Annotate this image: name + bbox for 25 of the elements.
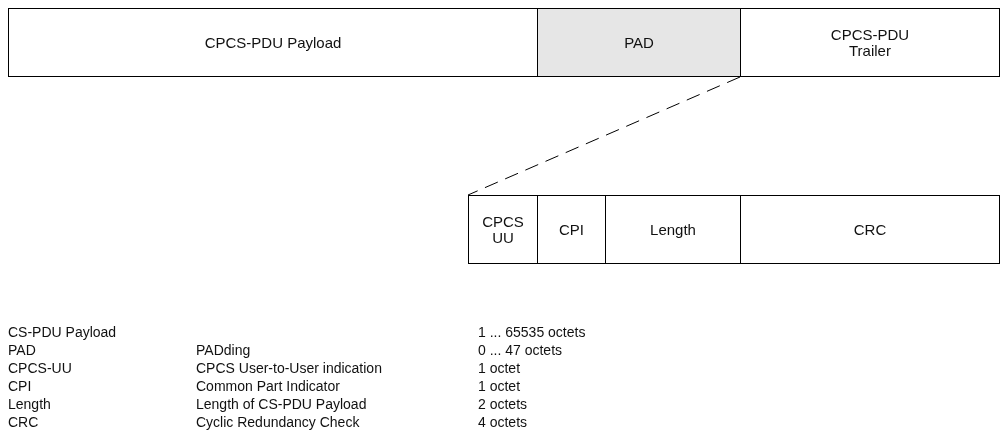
field-abbreviation: CS-PDU Payload (8, 324, 117, 340)
field-abbreviation: Length (8, 396, 51, 412)
field-abbreviation: CRC (8, 414, 39, 430)
dashed-expansion-line (467, 76, 741, 196)
field-abbreviation: PAD (8, 342, 36, 358)
field-description: Length of CS-PDU Payload (196, 396, 367, 412)
field-size: 0 ... 47 octets (478, 342, 563, 358)
field-size: 1 octet (478, 360, 521, 376)
trailer-field: CPCS-PDU Trailer (740, 8, 1000, 77)
field-size: 4 octets (478, 414, 528, 430)
crc-field: CRC (740, 195, 1000, 264)
field-abbreviation: CPCS-UU (8, 360, 72, 376)
length-field: Length (605, 195, 741, 264)
field-description: Cyclic Redundancy Check (196, 414, 360, 430)
payload-field: CPCS-PDU Payload (8, 8, 538, 77)
field-description: Common Part Indicator (196, 378, 340, 394)
field-size: 1 ... 65535 octets (478, 324, 586, 340)
cpi-field: CPI (537, 195, 606, 264)
field-size: 2 octets (478, 396, 528, 412)
field-description: PADding (196, 342, 251, 358)
field-abbreviation: CPI (8, 378, 32, 394)
field-description: CPCS User-to-User indication (196, 360, 382, 376)
uu-field: CPCS UU (468, 195, 538, 264)
field-size: 1 octet (478, 378, 521, 394)
padding-field: PAD (537, 8, 741, 77)
